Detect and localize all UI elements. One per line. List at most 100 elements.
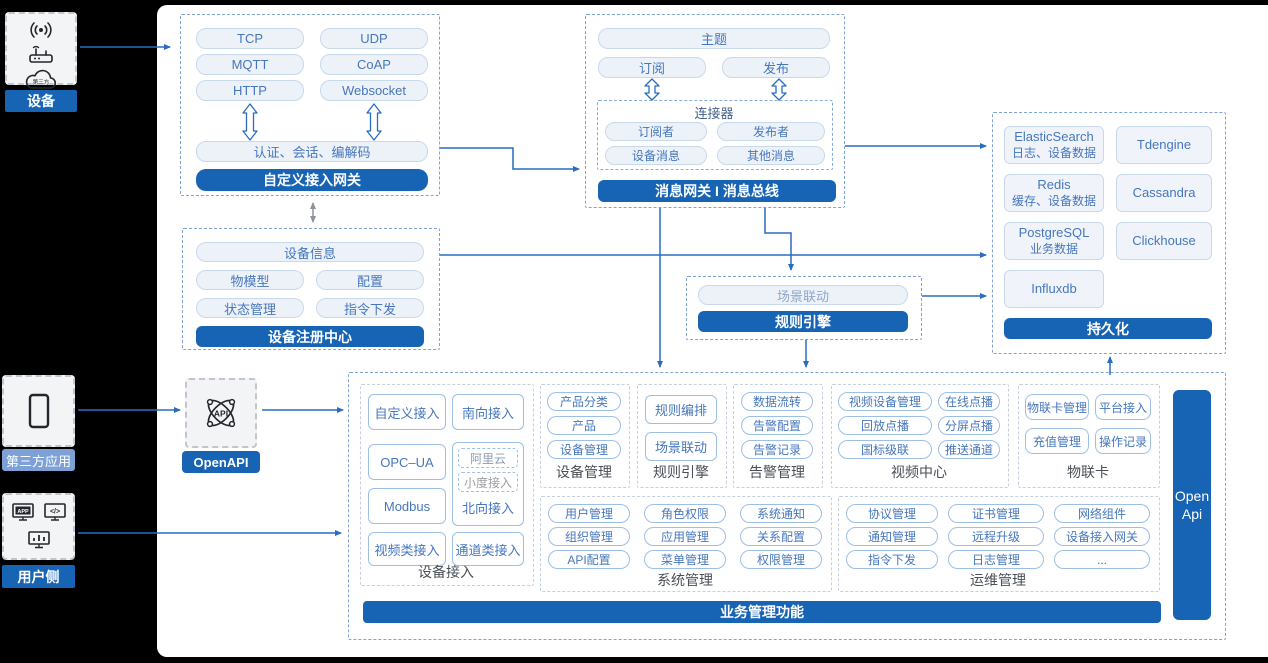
node-device-access-gateway: 设备接入网关 (1054, 527, 1150, 546)
node-tdengine: Tdengine (1116, 126, 1212, 164)
router-icon (29, 45, 53, 63)
connector-title: 连接器 (694, 106, 734, 121)
cell-line1: Clickhouse (1132, 232, 1196, 248)
node-command-dispatch2: 指令下发 (846, 550, 938, 569)
broadcast-icon (30, 22, 52, 38)
open-api-side-bar: Open Api (1173, 390, 1211, 620)
node-opc-ua: OPC–UA (368, 444, 446, 480)
business-title-bar: 业务管理功能 (363, 601, 1161, 623)
node-permission-mgmt: 权限管理 (740, 550, 822, 569)
user-side-icons-box: APP </> (2, 493, 75, 560)
node-gb-cascade: 国标级联 (838, 440, 932, 459)
app-monitor-icon: APP (11, 503, 34, 521)
third-party-label: 第三方应用 (2, 449, 75, 471)
code-monitor-icon: </> (43, 503, 66, 521)
node-publish: 发布 (722, 57, 830, 78)
node-platform-access: 平台接入 (1095, 394, 1151, 420)
node-topic: 主题 (598, 28, 830, 49)
openapi-icon-box: API (185, 378, 257, 448)
cell-line1: Tdengine (1136, 136, 1192, 152)
node-network-component: 网络组件 (1054, 504, 1150, 523)
node-device-mgmt: 设备管理 (547, 440, 621, 459)
open-api-line2: Api (1181, 506, 1203, 522)
device-registry-title-bar: 设备注册中心 (196, 326, 424, 347)
node-mqtt: MQTT (196, 54, 304, 75)
section-label-iot-card: 物联卡 (1067, 464, 1109, 480)
node-coap: CoAP (320, 54, 428, 75)
node-video-access: 视频类接入 (368, 532, 446, 566)
node-org-mgmt: 组织管理 (548, 527, 630, 546)
node-influxdb: Influxdb (1004, 270, 1104, 308)
node-cert-mgmt: 证书管理 (948, 504, 1044, 523)
node-alarm-config: 告警配置 (741, 416, 813, 435)
rule-engine-title-bar: 规则引擎 (698, 311, 908, 332)
node-southbound-access: 南向接入 (452, 394, 524, 430)
node-ops-more: ... (1054, 550, 1150, 569)
node-user-mgmt: 用户管理 (548, 504, 630, 523)
node-scene-linkage2: 场景联动 (645, 432, 717, 461)
persistence-title-bar: 持久化 (1004, 318, 1212, 339)
third-party-icons-box (2, 375, 75, 447)
cell-line2: 业务数据 (1029, 241, 1078, 256)
node-channel-access: 通道类接入 (452, 532, 524, 566)
node-relation-config: 关系配置 (740, 527, 822, 546)
section-label-rule: 规则引擎 (653, 464, 709, 480)
node-protocol-mgmt: 协议管理 (846, 504, 938, 523)
node-status-mgmt: 状态管理 (196, 298, 304, 318)
node-iot-card-mgmt: 物联卡管理 (1025, 394, 1089, 420)
node-api-config: API配置 (548, 550, 630, 569)
cell-line2: 缓存、设备数据 (1011, 193, 1096, 208)
connector-box (597, 100, 833, 170)
node-udp: UDP (320, 28, 428, 49)
node-thing-model: 物模型 (196, 270, 304, 290)
node-subscriber: 订阅者 (605, 122, 707, 141)
node-xiaodu-access: 小度接入 (458, 472, 518, 492)
code-icon-text: </> (49, 509, 59, 516)
node-log-mgmt: 日志管理 (948, 550, 1044, 569)
node-live-play: 在线点播 (938, 392, 1000, 411)
section-label-system: 系统管理 (657, 572, 713, 588)
app-icon-text: APP (17, 509, 29, 515)
node-command-dispatch: 指令下发 (316, 298, 424, 318)
api-icon-text: API (214, 409, 228, 419)
section-label-device-mgmt: 设备管理 (556, 464, 612, 480)
third-party-cloud-icon: 第三方 (25, 69, 57, 89)
cell-line1: Influxdb (1031, 280, 1077, 296)
node-app-mgmt: 应用管理 (644, 527, 726, 546)
cell-line2: 日志、设备数据 (1011, 145, 1096, 160)
node-subscribe: 订阅 (598, 57, 706, 78)
node-scene-linkage: 场景联动 (698, 285, 908, 305)
node-product-category: 产品分类 (547, 392, 621, 411)
node-device-info: 设备信息 (196, 242, 424, 262)
chart-monitor-icon (27, 531, 50, 549)
node-system-notice: 系统通知 (740, 504, 822, 523)
section-label-ops: 运维管理 (970, 572, 1026, 588)
node-product: 产品 (547, 416, 621, 435)
cell-line1: Redis (1037, 177, 1071, 193)
node-cassandra: Cassandra (1116, 174, 1212, 212)
node-http: HTTP (196, 80, 304, 101)
node-config: 配置 (316, 270, 424, 290)
node-custom-access: 自定义接入 (368, 394, 446, 430)
node-postgresql: PostgreSQL 业务数据 (1004, 222, 1104, 260)
node-recharge-mgmt: 充值管理 (1025, 428, 1089, 454)
device-icons-box: 第三方 (5, 12, 77, 89)
node-publisher: 发布者 (717, 122, 825, 141)
node-northbound-access: 北向接入 (461, 501, 514, 516)
node-video-device-mgmt: 视频设备管理 (838, 392, 932, 411)
node-other-message: 其他消息 (717, 146, 825, 165)
node-device-message: 设备消息 (605, 146, 707, 165)
node-remote-upgrade: 远程升级 (948, 527, 1044, 546)
node-data-flow: 数据流转 (741, 392, 813, 411)
node-clickhouse: Clickhouse (1116, 222, 1212, 260)
node-redis: Redis 缓存、设备数据 (1004, 174, 1104, 212)
node-notice-mgmt: 通知管理 (846, 527, 938, 546)
node-rule-orchestration: 规则编排 (645, 395, 717, 424)
node-role-permission: 角色权限 (644, 504, 726, 523)
node-playback: 回放点播 (838, 416, 932, 435)
open-api-line1: Open (1174, 487, 1210, 504)
cell-line1: PostgreSQL (1018, 225, 1090, 241)
node-tcp: TCP (196, 28, 304, 49)
custom-gateway-title-bar: 自定义接入网关 (196, 169, 428, 191)
